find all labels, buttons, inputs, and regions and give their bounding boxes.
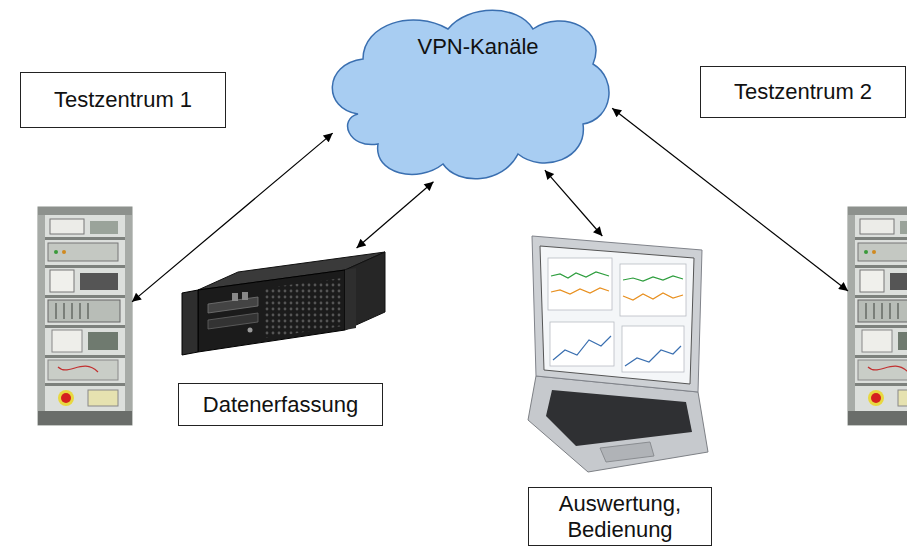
label-box: Testzentrum 1 (20, 72, 226, 128)
rack-node: Testzentrum 2 (848, 207, 907, 425)
connector-arrow (612, 108, 848, 291)
node-label: Datenerfassung (203, 392, 358, 417)
cloud-label: VPN-Kanäle (417, 34, 538, 59)
rack-illustration (848, 207, 907, 425)
rack-node: Testzentrum 1 (38, 207, 132, 425)
node-label: Auswertung, Bedienung (537, 491, 703, 542)
connector-arrow (357, 182, 434, 248)
rack-illustration (38, 207, 132, 425)
label-box: Auswertung, Bedienung (528, 487, 712, 546)
cloud-text-holder: VPN-Kanäle (318, 34, 614, 59)
connector-arrow (132, 133, 333, 302)
label-box: Testzentrum 2 (700, 66, 906, 118)
laptop-illustration (528, 236, 708, 472)
server-illustration (182, 252, 385, 355)
label-box: Datenerfassung (178, 383, 383, 426)
cloud-outline (332, 10, 609, 179)
connector-arrow (545, 170, 602, 236)
node-label: Testzentrum 2 (734, 79, 872, 104)
node-label: Testzentrum 1 (54, 87, 192, 112)
laptop-node: Auswertung, Bedienung (528, 236, 708, 472)
cloud-shape (318, 4, 614, 184)
server-node: Datenerfassung (180, 248, 390, 360)
cloud-node: VPN-Kanäle (318, 4, 614, 184)
